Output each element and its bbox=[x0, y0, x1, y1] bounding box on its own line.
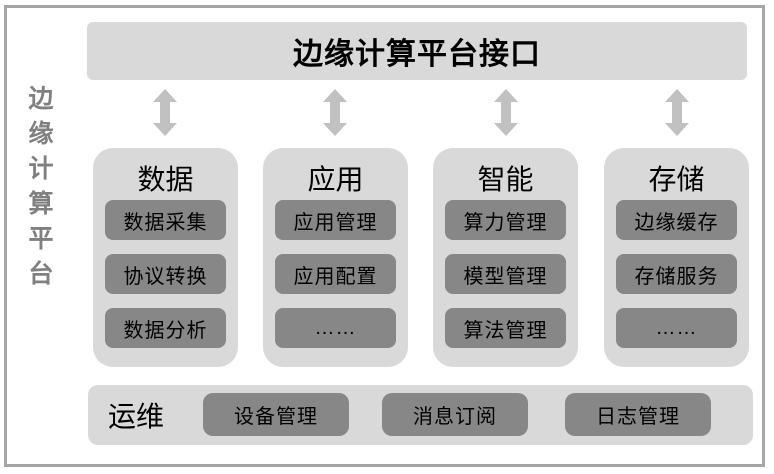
side-label-char: 台 bbox=[28, 260, 54, 288]
side-label-char: 边 bbox=[28, 85, 54, 113]
sub-item: 边缘缓存 bbox=[616, 200, 737, 240]
column-storage: 存储 边缘缓存 存储服务 …… bbox=[604, 148, 749, 367]
sub-item-ellipsis: …… bbox=[616, 308, 737, 348]
sub-item: 算法管理 bbox=[445, 308, 566, 348]
sub-item: 日志管理 bbox=[565, 393, 711, 436]
sub-item: 应用管理 bbox=[275, 200, 396, 240]
sub-item-ellipsis: …… bbox=[275, 308, 396, 348]
sub-item: 模型管理 bbox=[445, 254, 566, 294]
sub-item: 数据采集 bbox=[105, 200, 226, 240]
double-arrow-icon bbox=[494, 89, 518, 136]
double-arrow-icon bbox=[153, 89, 177, 136]
sub-item: 算力管理 bbox=[445, 200, 566, 240]
column-title: 智能 bbox=[477, 163, 534, 195]
sub-item: 设备管理 bbox=[203, 393, 349, 436]
column-title: 应用 bbox=[307, 163, 364, 195]
column-title: 存储 bbox=[648, 163, 705, 195]
sub-item: 存储服务 bbox=[616, 254, 737, 294]
operations-bar: 运维 设备管理 消息订阅 日志管理 bbox=[88, 385, 753, 445]
side-label-char: 算 bbox=[28, 190, 54, 218]
sub-item: 数据分析 bbox=[105, 308, 226, 348]
sub-item: 消息订阅 bbox=[382, 393, 528, 436]
sub-item: 应用配置 bbox=[275, 254, 396, 294]
platform-interface-header: 边缘计算平台接口 bbox=[87, 22, 747, 80]
column-title: 数据 bbox=[137, 163, 194, 195]
column-data: 数据 数据采集 协议转换 数据分析 bbox=[93, 148, 238, 367]
column-intelligence: 智能 算力管理 模型管理 算法管理 bbox=[433, 148, 578, 367]
double-arrow-icon bbox=[665, 89, 689, 136]
operations-label: 运维 bbox=[108, 401, 165, 432]
double-arrow-icon bbox=[323, 89, 347, 136]
platform-interface-title: 边缘计算平台接口 bbox=[293, 38, 541, 71]
side-label-edge-computing-platform: 边 缘 计 算 平 台 bbox=[24, 84, 58, 294]
side-label-char: 平 bbox=[28, 225, 54, 253]
side-label-char: 缘 bbox=[28, 120, 54, 148]
column-application: 应用 应用管理 应用配置 …… bbox=[263, 148, 408, 367]
side-label-char: 计 bbox=[28, 155, 54, 183]
sub-item: 协议转换 bbox=[105, 254, 226, 294]
